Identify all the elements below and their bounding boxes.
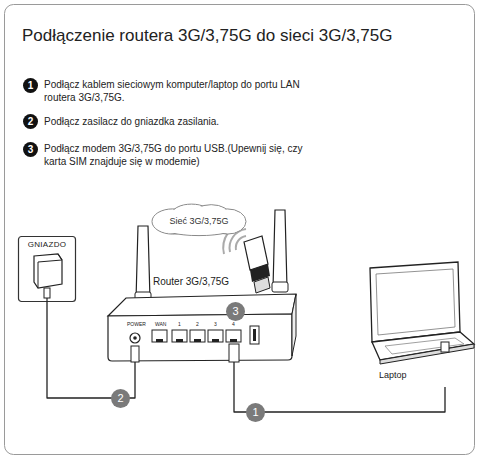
port-latch [230,339,237,342]
laptop-lan-plug [441,342,449,352]
adapter-edge [38,254,62,288]
step-number: 3 [23,142,38,157]
step-text: Podłącz kablem sieciowym komputer/laptop… [44,78,309,104]
diagram-title: Podłączenie routera 3G/3,75G do sieci 3G… [22,26,392,46]
wall-socket-label: GNIAZDO [18,236,76,249]
usb-tongue [253,329,256,341]
laptop-outline [340,262,475,387]
step-number: 1 [23,78,38,93]
laptop-display [376,269,455,335]
power-pin [133,336,137,340]
power-port [130,333,140,343]
socket-plate [19,237,76,302]
cloud-puffs [152,204,246,236]
router-front [108,314,292,361]
power-plug [131,346,139,362]
router-top [108,294,296,316]
usb-modem [244,236,270,293]
router-side [292,294,296,356]
router: Router 3G/3,75G [100,276,300,362]
adapter-cord [46,298,47,302]
step-text: Podłącz zasilacz do gniazdka zasilania. [44,115,309,128]
port-label: 4 [232,321,235,327]
ethernet-port [208,330,223,342]
adapter-plug [44,288,50,298]
power-adapter [34,254,62,288]
ethernet-port [190,330,205,342]
network-cloud-label: Sieć 3G/3,75G [152,205,246,226]
laptop: Laptop [340,262,475,387]
ethernet-port [172,330,187,342]
port-label: POWER [127,321,146,327]
callout-number: 1 [246,403,265,422]
router-label: Router 3G/3,75G [153,276,229,287]
usb-port [250,326,259,344]
port-label: 1 [178,321,181,327]
cable [234,362,445,412]
ethernet-port [226,330,241,342]
port-latch [212,339,219,342]
port-label: WAN [155,321,166,327]
antenna [136,226,150,300]
frame [5,5,475,455]
callout-number: 2 [111,389,130,408]
wall-socket: GNIAZDO [18,236,76,302]
callout-number: 3 [226,302,245,321]
port-label: 3 [214,321,217,327]
antenna [273,210,287,288]
ethernet-port [152,330,167,342]
network-cloud: Sieć 3G/3,75G [152,205,246,235]
laptop-edge [380,344,474,364]
antenna-base [272,282,288,292]
port-latch [156,339,163,342]
laptop-label: Laptop [378,370,408,380]
port-label: 2 [196,321,199,327]
step-number: 2 [23,114,38,129]
step-text: Podłącz modem 3G/3,75G do portu USB.(Upe… [44,142,309,168]
laptop-screen [370,262,460,342]
port-latch [176,339,183,342]
lan-plug [229,344,239,362]
router-outline [100,276,300,362]
cloud-fill [153,205,245,235]
port-latch [194,339,201,342]
